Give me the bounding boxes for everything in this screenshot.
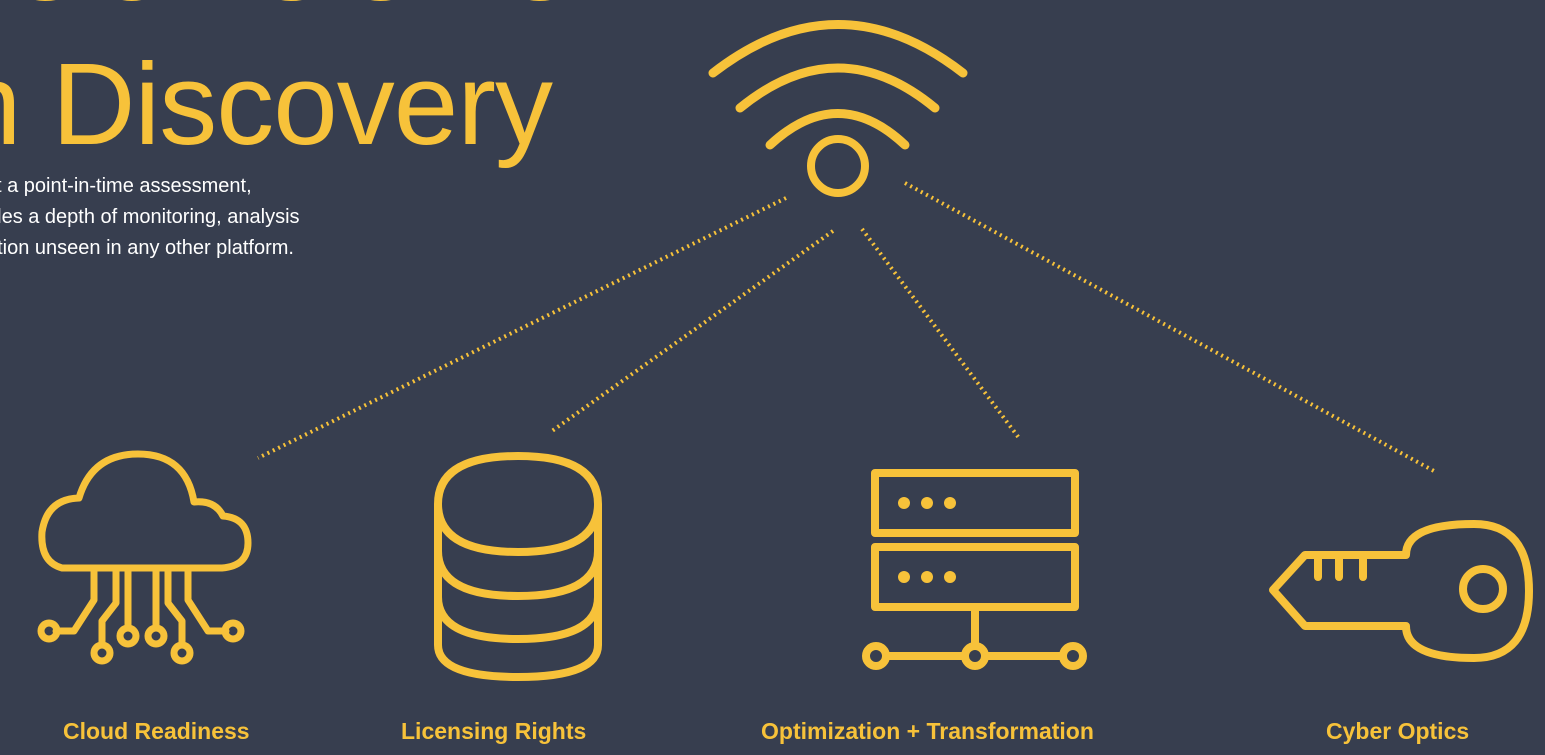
title-partial-top: OUTGOTO [0,0,584,18]
server-network-icon [862,469,1087,670]
page-title: n Discovery [0,39,553,169]
label-optimization-transformation: Optimization + Transformation [761,718,1094,744]
description-line-3: ation unseen in any other platform. [0,237,294,259]
description-line-1: st a point-in-time assessment, [0,175,252,197]
category-labels: Cloud Readiness Licensing Rights Optimiz… [0,718,1545,748]
description-line-2: bles a depth of monitoring, analysis [0,206,300,228]
key-icon [1269,520,1533,662]
database-icon [434,452,602,681]
description: st a point-in-time assessment, bles a de… [0,171,300,264]
label-licensing-rights: Licensing Rights [401,718,587,744]
cloud-circuit-icon [37,450,252,665]
label-cloud-readiness: Cloud Readiness [63,718,250,744]
label-cyber-optics: Cyber Optics [1326,718,1470,744]
